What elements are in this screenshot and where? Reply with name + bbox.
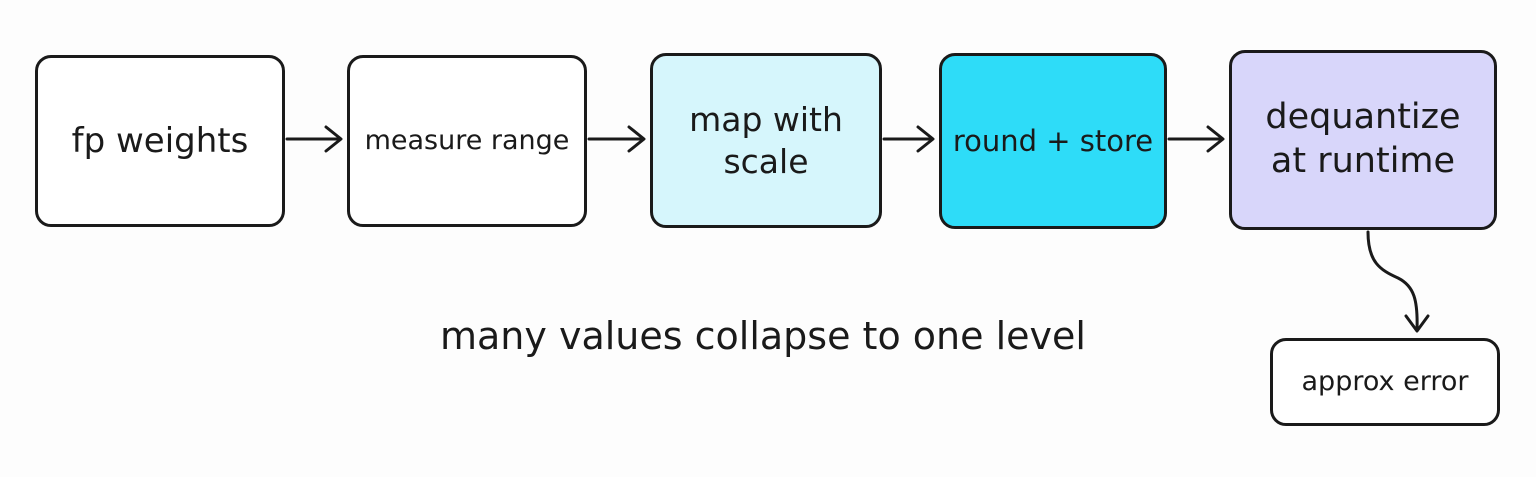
node-map-with-scale: map with scale: [650, 53, 882, 228]
node-approx-error-label: approx error: [1301, 366, 1469, 398]
node-approx-error: approx error: [1270, 338, 1500, 426]
node-dequantize-label: dequantize at runtime: [1265, 97, 1461, 181]
node-fp-weights: fp weights: [35, 55, 285, 227]
arrow-map-with-scale-to-round-store: [882, 125, 935, 153]
node-dequantize-at-runtime: dequantize at runtime: [1229, 50, 1497, 230]
node-round-store: round + store: [939, 53, 1167, 229]
arrow-dequantize-to-approx-error: [1366, 230, 1430, 333]
arrow-round-store-to-dequantize: [1167, 125, 1225, 153]
node-map-with-scale-label: map with scale: [689, 100, 843, 181]
node-measure-range: measure range: [347, 55, 587, 227]
node-fp-weights-label: fp weights: [71, 120, 249, 161]
arrow-measure-range-to-map-with-scale: [587, 125, 646, 153]
diagram-caption: many values collapse to one level: [440, 314, 1086, 358]
arrow-fp-weights-to-measure-range: [285, 125, 343, 153]
node-measure-range-label: measure range: [364, 125, 570, 157]
node-round-store-label: round + store: [952, 123, 1154, 158]
